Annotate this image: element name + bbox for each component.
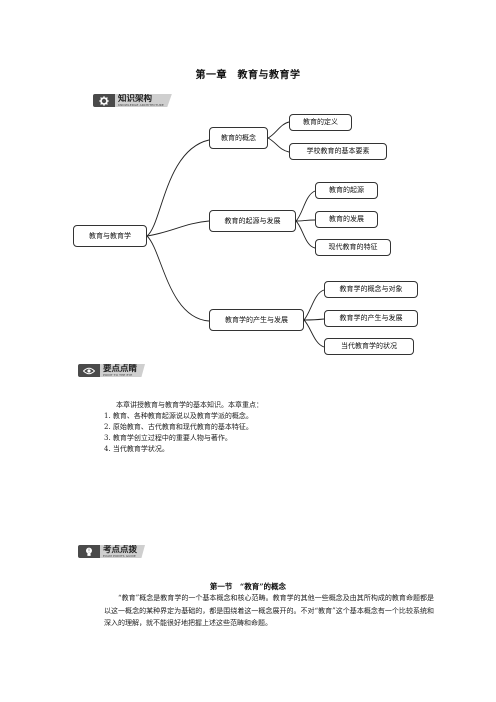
connector-b1-c2 [267, 137, 290, 153]
key-point-item: 2. 原始教育、古代教育和现代教育的基本特征。 [104, 423, 253, 431]
banner-subtitle: EXAM POINTS GUIDE [103, 553, 136, 558]
exam-points-banner: ! 考点点拨 EXAM POINTS GUIDE [78, 544, 146, 558]
connector-b3-c3 [303, 319, 325, 348]
key-point-item: 3. 教育学创立过程中的重要人物与著作。 [104, 434, 232, 442]
banner-subtitle: POINT TO THE EYE [103, 372, 133, 377]
mindmap-leaf-node: 现代教育的特征 [315, 239, 391, 256]
key-points-banner: 要点点睛 POINT TO THE EYE [78, 363, 146, 377]
section-title: 第一节 “教育”的概念 [209, 582, 287, 591]
key-points-intro: 本章讲授教育与教育学的基本知识。本章重点： [116, 401, 263, 409]
connector-root-branch2 [146, 220, 210, 237]
gear-icon [93, 94, 115, 107]
connector-b2-c1 [295, 190, 316, 222]
mindmap-leaf-node: 学校教育的基本要素 [289, 143, 387, 160]
mindmap-leaf-node: 教育的发展 [315, 211, 378, 228]
mindmap-branch-node: 教育的起源与发展 [209, 210, 296, 232]
mindmap-leaf-node: 教育的起源 [315, 182, 378, 199]
mindmap-leaf-node: 当代教育学的状况 [324, 338, 414, 355]
mindmap-branch-node: 教育的概念 [209, 127, 268, 149]
lightbulb-icon: ! [78, 545, 100, 558]
mindmap-leaf-node: 教育的定义 [289, 114, 352, 131]
connector-b3-c2 [303, 318, 325, 321]
connector-b2-c3 [295, 220, 316, 249]
connector-b3-c1 [303, 289, 325, 321]
key-point-item: 1. 教育、各种教育起源说以及教育学派的概念。 [104, 412, 253, 420]
key-point-item: 4. 当代教育学状况。 [104, 445, 169, 453]
mindmap-leaf-node: 教育学的概念与对象 [324, 281, 418, 298]
mindmap-root-node: 教育与教育学 [73, 225, 147, 247]
chapter-title: 第一章 教育与教育学 [195, 70, 301, 81]
svg-text:!: ! [88, 548, 90, 554]
eye-icon [78, 364, 100, 377]
mindmap-leaf-node: 教育学的产生与发展 [324, 310, 418, 327]
knowledge-architecture-banner: 知识架构 KNOWLEDGE ARCHITECTURE [93, 94, 172, 107]
mindmap-branch-node: 教育学的产生与发展 [209, 309, 304, 331]
banner-title: 考点点拨 [103, 544, 138, 555]
connector-root-branch3 [146, 235, 210, 322]
banner-subtitle: KNOWLEDGE ARCHITECTURE [118, 102, 164, 107]
connector-root-branch1 [146, 139, 210, 237]
connector-b1-c1 [267, 121, 290, 139]
section-paragraph: “教育”概念是教育学的一个基本概念和核心范畴。教育学的其他一些概念及由其所构成的… [104, 594, 434, 627]
banner-title: 要点点睛 [103, 363, 138, 374]
connector-b2-c2 [295, 219, 316, 222]
banner-title: 知识架构 [118, 93, 153, 104]
